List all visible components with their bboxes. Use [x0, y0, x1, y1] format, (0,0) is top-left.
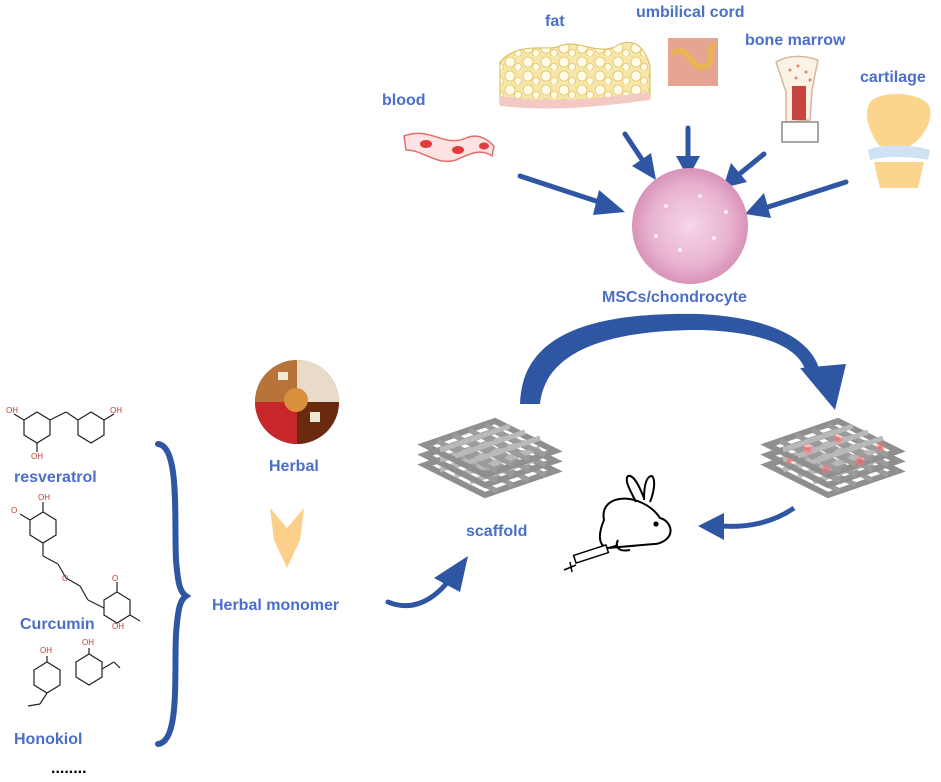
- label-cartilage: cartilage: [860, 69, 926, 86]
- cartilage-joint-icon: [867, 93, 931, 188]
- atom-label: O: [11, 506, 18, 515]
- label-more-compounds: ........: [51, 760, 87, 777]
- bone-marrow-icon: [775, 55, 819, 143]
- label-mscs-chondrocyte: MSCs/chondrocyte: [602, 289, 747, 306]
- blood-vessel-icon: [403, 132, 495, 163]
- herbal-photo-icon: [255, 360, 339, 444]
- honokiol-structure: [27, 648, 121, 707]
- label-blood: blood: [382, 92, 426, 109]
- atom-label: OH: [82, 638, 94, 647]
- resveratrol-structure: [13, 411, 115, 452]
- syringe-icon: [563, 543, 619, 573]
- label-herbal-monomer: Herbal monomer: [212, 597, 340, 614]
- curly-brace: [155, 441, 192, 747]
- fat-tissue-icon: [499, 41, 651, 109]
- source-arrows: [517, 125, 849, 218]
- label-umbilical-cord: umbilical cord: [636, 4, 745, 21]
- label-honokiol: Honokiol: [14, 731, 83, 748]
- label-resveratrol: resveratrol: [14, 469, 97, 486]
- atom-label: OH: [40, 646, 52, 655]
- label-fat: fat: [545, 13, 565, 30]
- atom-label: OH: [110, 406, 122, 415]
- arrow-to-rabbit: [698, 505, 796, 540]
- cell-culture-icon: [632, 168, 748, 284]
- scaffold-icon: [425, 421, 555, 495]
- arrow-to-scaffold: [385, 556, 468, 609]
- label-curcumin: Curcumin: [20, 616, 95, 633]
- atom-label: OH: [6, 406, 18, 415]
- atom-label: OH: [112, 622, 124, 631]
- umbilical-cord-icon: [668, 38, 718, 86]
- herbal-down-arrow: [270, 508, 304, 568]
- label-bone-marrow: bone marrow: [745, 32, 846, 49]
- rabbit-icon: [598, 474, 672, 552]
- curved-arrow-cells: [520, 313, 846, 410]
- label-herbal: Herbal: [269, 458, 319, 475]
- atom-label: O: [112, 574, 119, 583]
- atom-label: O: [62, 574, 69, 583]
- atom-label: OH: [31, 452, 43, 461]
- label-scaffold: scaffold: [466, 523, 528, 540]
- seeded-scaffold-icon: [768, 421, 898, 495]
- atom-label: OH: [38, 493, 50, 502]
- curcumin-structure: [19, 502, 141, 624]
